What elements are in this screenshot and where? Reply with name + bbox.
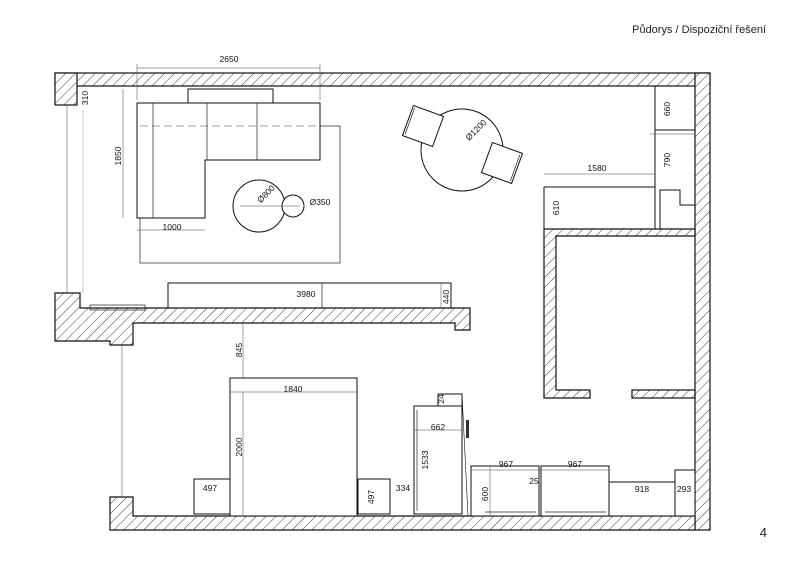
dim-wall-310: 310 — [80, 91, 90, 105]
kitchen-area — [543, 86, 695, 229]
dim-tall-unit-790: 790 — [662, 153, 672, 167]
wall-middle — [54, 292, 471, 346]
wall-bathroom-bottom-right — [631, 389, 696, 399]
dim-sofa-width: 2650 — [220, 54, 239, 64]
cabinet-c — [608, 481, 676, 517]
wardrobe-door — [461, 393, 469, 517]
window-sill — [89, 304, 146, 311]
dim-cabinet-end: 293 — [677, 484, 691, 494]
dim-side-table: Ø350 — [310, 197, 331, 207]
kitchen-counter — [544, 186, 656, 229]
wall-bathroom-left — [543, 228, 696, 399]
nightstand-left — [193, 478, 231, 515]
dim-nightstand-right: 497 — [366, 490, 376, 504]
dim-tall-unit-660: 660 — [662, 102, 672, 116]
wall-kitchen-niche — [654, 85, 696, 230]
dim-nightstand-left: 497 — [203, 483, 217, 493]
tv-unit — [167, 282, 452, 309]
door-handle — [466, 420, 469, 438]
living-area — [122, 64, 452, 309]
page-number: 4 — [759, 525, 767, 540]
dim-tv-depth: 440 — [441, 290, 451, 304]
sofa — [136, 102, 321, 219]
dim-cabinet-c: 918 — [635, 484, 649, 494]
cabinet-end — [674, 469, 696, 517]
wall-left-upper — [54, 72, 78, 106]
dim-gap-334: 334 — [396, 483, 410, 493]
wall-top — [54, 72, 711, 87]
dim-bed-width: 1840 — [284, 384, 303, 394]
cabinet-a — [470, 465, 540, 517]
wardrobe — [413, 405, 463, 515]
dim-sofa-depth: 1850 — [113, 146, 123, 165]
bed — [229, 377, 358, 517]
dim-wardrobe-depth: 1533 — [420, 450, 430, 469]
dim-sofa-chaise: 1000 — [163, 222, 182, 232]
dim-tv-unit: 3980 — [297, 289, 316, 299]
wall-right — [694, 72, 711, 531]
nightstand-right — [357, 478, 391, 515]
dim-wardrobe-width: 662 — [431, 422, 445, 432]
sofa-back-cushion — [187, 88, 274, 104]
dim-bed-length: 2000 — [234, 437, 244, 456]
dim-cabinet-gap: 25 — [529, 476, 539, 486]
dining-area — [401, 104, 524, 192]
page-title: Půdorys / Dispoziční řešení — [632, 24, 766, 36]
dim-kitchen-run: 1580 — [588, 163, 607, 173]
bedroom-area — [193, 323, 696, 517]
dim-cabinet-depth: 600 — [480, 487, 490, 501]
dim-bed-clearance: 845 — [234, 343, 244, 357]
cabinet-b — [540, 465, 610, 517]
dining-chair-2 — [480, 141, 524, 185]
dim-wardrobe-gap: 24 — [436, 394, 446, 404]
dining-chair-1 — [401, 104, 445, 148]
dim-cabinet-a: 967 — [499, 459, 513, 469]
dim-kitchen-610: 610 — [551, 201, 561, 215]
dim-cabinet-b: 967 — [568, 459, 582, 469]
